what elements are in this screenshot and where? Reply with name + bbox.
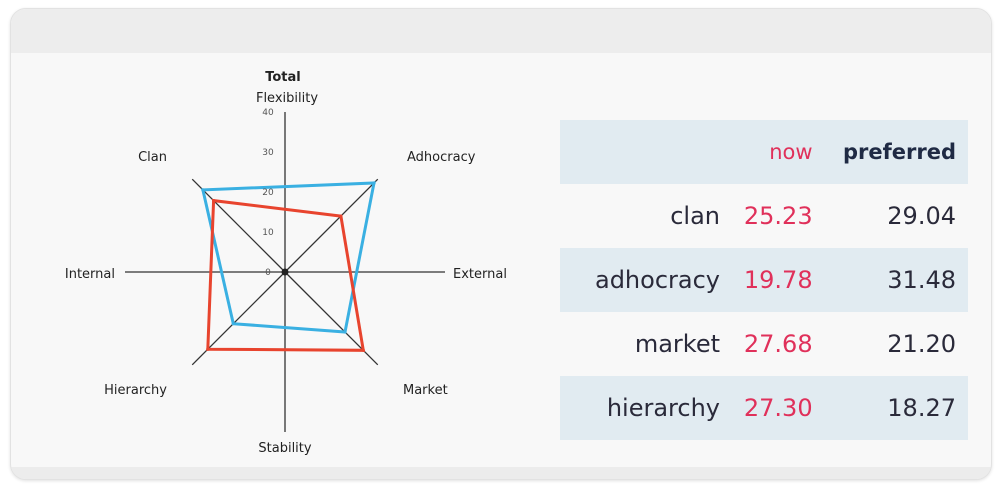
row-name: adhocracy	[560, 248, 732, 312]
data-point-now-hierarchy	[206, 347, 210, 351]
card-header	[11, 9, 991, 53]
axis-line-clan	[191, 178, 286, 273]
tick-label-30: 30	[262, 148, 274, 158]
row-name: market	[560, 312, 732, 376]
table-row: adhocracy 19.78 31.48	[560, 248, 968, 312]
axis-label-stability: Stability	[258, 441, 312, 456]
tick-label-10: 10	[262, 228, 274, 238]
data-point-preferred-clan	[201, 188, 205, 192]
card-footer	[11, 467, 991, 479]
header-name	[560, 120, 732, 184]
axis-label-adhocracy: Adhocracy	[407, 150, 476, 165]
table-row: market 27.68 21.20	[560, 312, 968, 376]
axis-label-internal: Internal	[65, 267, 115, 282]
data-point-preferred-adhocracy	[372, 181, 376, 185]
axis-center-dot	[281, 268, 289, 276]
table-header-row: now preferred	[560, 120, 968, 184]
radar-chart: Total 0 10 20 30 40 FlexibilityAdhocracyExter…	[65, 70, 507, 456]
data-point-preferred-market	[343, 330, 347, 334]
data-point-now-adhocracy	[339, 214, 343, 218]
table-row: clan 25.23 29.04	[560, 184, 968, 248]
axis-label-market: Market	[403, 383, 448, 398]
row-now-value: 27.68	[732, 312, 825, 376]
axis-line-adhocracy	[284, 178, 379, 273]
chart-title: Total	[265, 70, 301, 85]
row-preferred-value: 21.20	[824, 312, 968, 376]
tick-label-20: 20	[262, 188, 274, 198]
data-table: now preferred clan 25.23 29.04 adhocracy…	[560, 120, 968, 440]
row-preferred-value: 31.48	[824, 248, 968, 312]
data-point-preferred-hierarchy	[231, 322, 235, 326]
table-row: hierarchy 27.30 18.27	[560, 376, 968, 440]
axis-label-clan: Clan	[138, 150, 167, 165]
header-now: now	[732, 120, 825, 184]
row-now-value: 27.30	[732, 376, 825, 440]
tick-label-40: 40	[262, 108, 274, 118]
row-preferred-value: 18.27	[824, 376, 968, 440]
row-preferred-value: 29.04	[824, 184, 968, 248]
row-now-value: 25.23	[732, 184, 825, 248]
axis-label-hierarchy: Hierarchy	[104, 383, 167, 398]
row-name: hierarchy	[560, 376, 732, 440]
data-point-now-market	[361, 348, 365, 352]
axis-label-flexibility: Flexibility	[256, 91, 318, 106]
axis-label-external: External	[453, 267, 507, 282]
data-point-now-clan	[212, 199, 216, 203]
header-preferred: preferred	[824, 120, 968, 184]
row-now-value: 19.78	[732, 248, 825, 312]
tick-label-0: 0	[265, 268, 271, 278]
row-name: clan	[560, 184, 732, 248]
